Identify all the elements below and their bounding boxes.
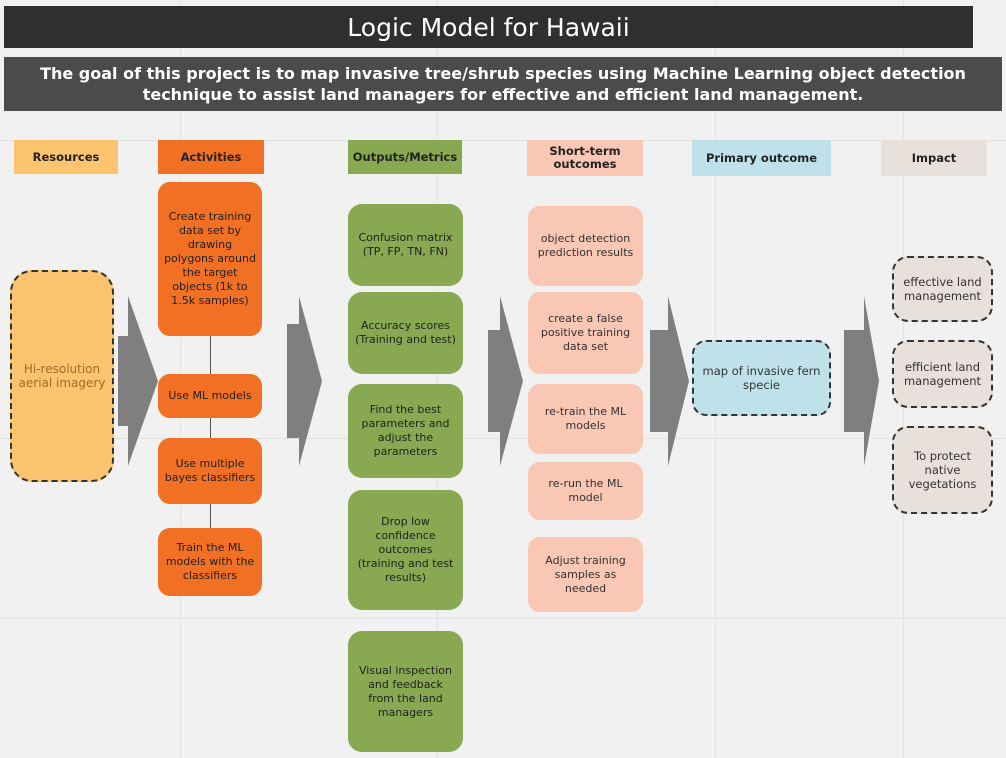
short-term-box: create a false positive training data se… bbox=[528, 292, 643, 374]
header-short-term: Short-term outcomes bbox=[527, 140, 643, 176]
short-term-box: re-train the ML models bbox=[528, 384, 643, 454]
impact-box: To protect native vegetations bbox=[892, 426, 993, 514]
diagram-title: Logic Model for Hawaii bbox=[4, 6, 973, 48]
short-term-box: re-run the ML model bbox=[528, 462, 643, 520]
short-term-box: object detection prediction results bbox=[528, 206, 643, 286]
activity-box: Train the ML models with the classifiers bbox=[158, 528, 262, 596]
flow-arrow-icon bbox=[488, 296, 523, 466]
activity-box: Use multiple bayes classifiers bbox=[158, 438, 262, 504]
short-term-box: Adjust training samples as needed bbox=[528, 537, 643, 612]
activity-box: Create training data set by drawing poly… bbox=[158, 182, 262, 336]
goal-text: of this project is to map invasive tree/… bbox=[123, 64, 966, 104]
flow-arrow-icon bbox=[650, 296, 689, 466]
goal-prefix: The bbox=[40, 64, 74, 83]
header-resources: Resources bbox=[14, 140, 118, 174]
output-box: Visual inspection and feedback from the … bbox=[348, 631, 463, 752]
grid-line bbox=[0, 140, 1006, 141]
output-box: Find the best parameters and adjust the … bbox=[348, 384, 463, 478]
header-impact: Impact bbox=[881, 140, 987, 176]
goal-bold: goal bbox=[78, 64, 118, 83]
connector-line bbox=[210, 504, 211, 528]
flow-arrow-icon bbox=[844, 296, 879, 466]
output-box: Drop low confidence outcomes (training a… bbox=[348, 490, 463, 610]
connector-line bbox=[210, 336, 211, 374]
goal-statement: The goal of this project is to map invas… bbox=[4, 57, 1002, 111]
primary-outcome-box: map of invasive fern specie bbox=[692, 340, 831, 416]
activity-box: Use ML models bbox=[158, 374, 262, 418]
output-box: Accuracy scores (Training and test) bbox=[348, 292, 463, 374]
grid-line bbox=[437, 0, 438, 758]
header-primary: Primary outcome bbox=[692, 140, 831, 176]
flow-arrow-icon bbox=[287, 296, 322, 466]
flow-arrow-icon bbox=[118, 296, 158, 466]
impact-box: efficient land management bbox=[892, 340, 993, 408]
header-outputs: Outputs/Metrics bbox=[348, 140, 462, 174]
impact-box: effective land management bbox=[892, 256, 993, 322]
resource-box: Hi-resolution aerial imagery bbox=[10, 270, 114, 482]
connector-line bbox=[210, 418, 211, 438]
header-activities: Activities bbox=[158, 140, 264, 174]
grid-line bbox=[0, 618, 1006, 619]
output-box: Confusion matrix (TP, FP, TN, FN) bbox=[348, 204, 463, 286]
